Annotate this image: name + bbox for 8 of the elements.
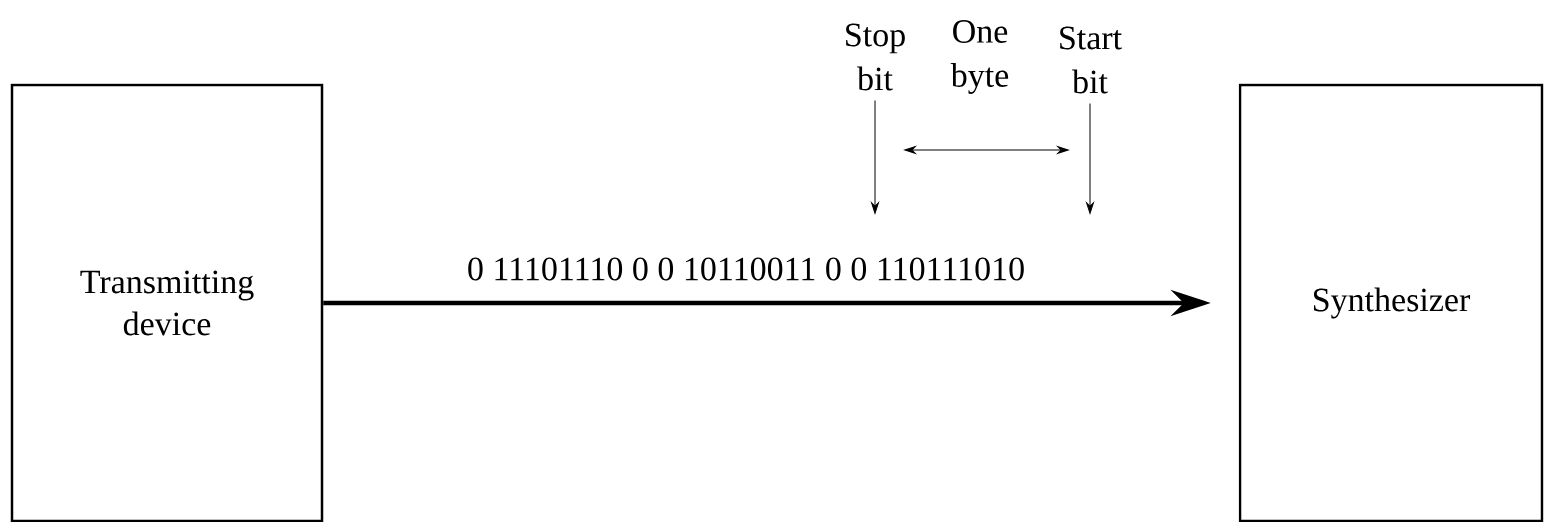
device-box: Transmitting device: [10, 83, 324, 522]
device-box: Synthesizer: [1238, 83, 1544, 522]
byte-label: One byte: [950, 20, 1009, 94]
bit-label: Stop bit: [846, 23, 905, 91]
leader-arrow: [871, 100, 879, 214]
bit-label: Start bit: [1060, 26, 1122, 94]
edge-label: 0 11101110 0 0 10110011 0 0 110111010: [465, 256, 1027, 282]
leader-arrow: [1086, 103, 1094, 214]
